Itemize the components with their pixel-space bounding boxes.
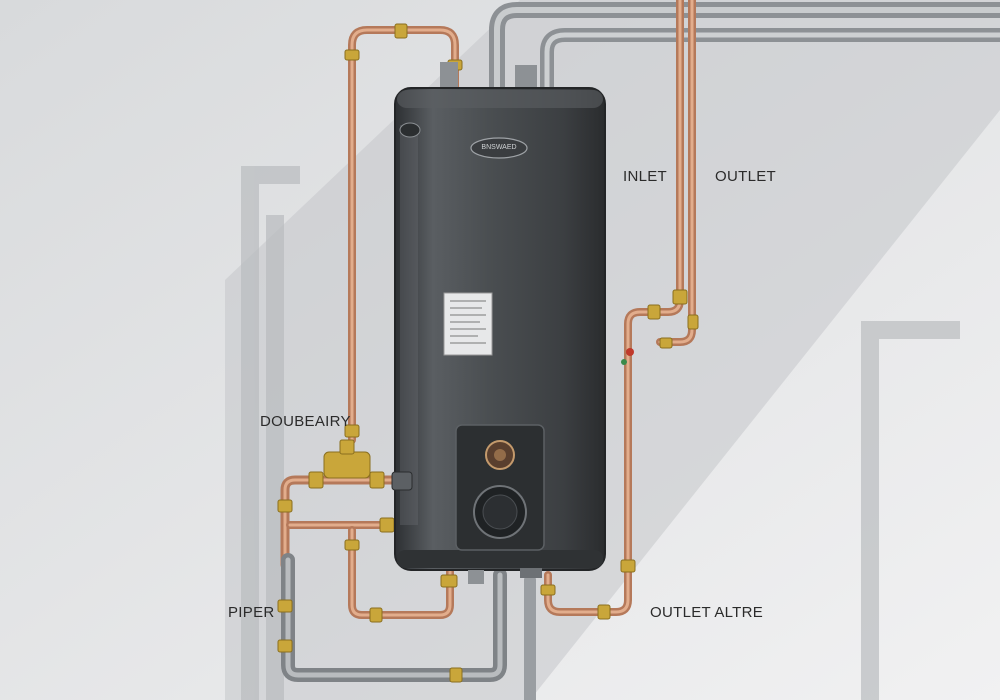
water-heater-tank (391, 62, 606, 584)
doubeairy-label: DOUBEAIRY (260, 413, 351, 430)
control-panel (455, 424, 545, 551)
brass-fittings (277, 23, 699, 683)
bottom-grey-pipes (281, 553, 536, 700)
top-grey-pipes (489, 2, 1000, 102)
inlet-label: INLET (623, 168, 668, 185)
valve-indicator-icon (621, 359, 627, 365)
brand-text: BNSWAED (481, 144, 517, 151)
valve-indicator-icon (626, 348, 634, 356)
right-copper-pipes (544, 0, 696, 616)
spec-plate (443, 292, 493, 356)
outlet-altre-label: OUTLET ALTRE (650, 604, 764, 621)
badge-icon (399, 122, 421, 138)
outlet-label: OUTLET (715, 168, 776, 185)
piper-label: PIPER (228, 604, 275, 621)
t-valve-body (323, 451, 371, 479)
brand-logo (470, 137, 528, 159)
pipe-shadows (241, 166, 960, 700)
